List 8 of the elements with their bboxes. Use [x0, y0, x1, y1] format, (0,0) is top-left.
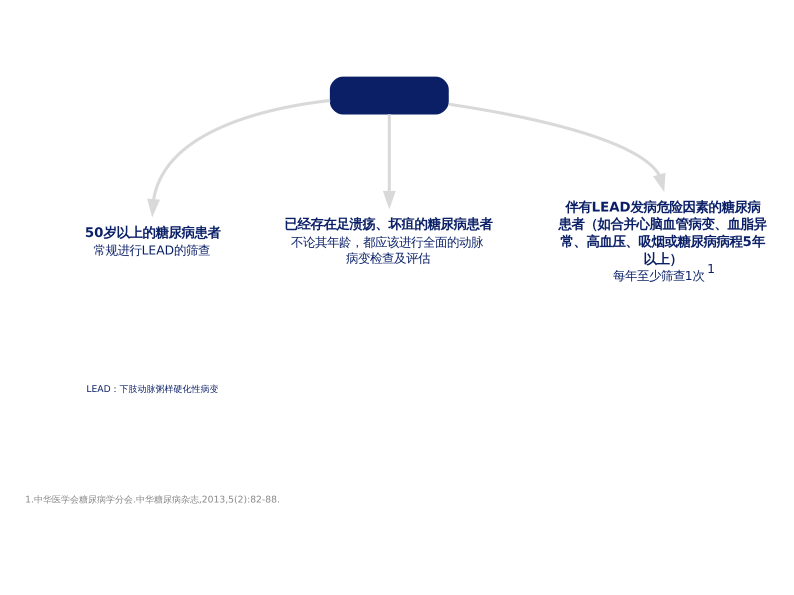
node-text: 已经存在足溃疡、坏疽的糖尿病患者 不论其年龄，都应该进行全面的动脉病变检查及评估: [284, 217, 493, 266]
arrow: [382, 114, 396, 209]
node-text: 50岁以上的糖尿病患者 常规进行LEAD的筛查: [84, 225, 220, 258]
node-box: [330, 76, 449, 114]
label: 1.中华医学会糖尿病学分会.中华糖尿病杂志,2013,5(2):82-88.: [25, 494, 280, 506]
arrow: [147, 98, 330, 218]
label: LEAD：下肢动脉粥样硬化性病变: [86, 384, 219, 394]
arrow: [448, 102, 666, 192]
